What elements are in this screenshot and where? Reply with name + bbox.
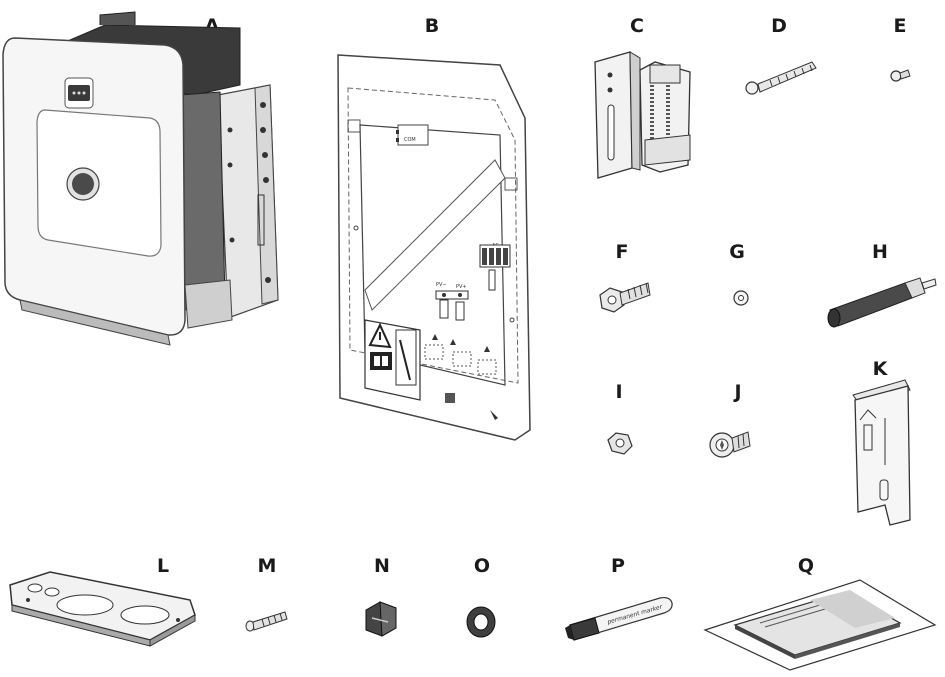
template-pv-plus-text: PV+ xyxy=(456,284,467,290)
template-pv-minus-text: PV− xyxy=(436,282,447,288)
label-l: L xyxy=(156,555,170,577)
label-g: G xyxy=(729,241,745,263)
label-p: P xyxy=(611,555,625,577)
label-f: F xyxy=(615,241,629,263)
label-e: E xyxy=(893,15,907,37)
label-d: D xyxy=(771,15,787,37)
label-m: M xyxy=(257,555,277,577)
label-i: I xyxy=(615,381,623,403)
label-j: J xyxy=(734,381,742,403)
label-n: N xyxy=(374,555,390,577)
label-h: H xyxy=(872,241,888,263)
template-com-text: COM xyxy=(404,137,416,143)
label-o: O xyxy=(473,555,491,577)
label-b: B xyxy=(424,15,440,37)
label-c: C xyxy=(630,15,644,37)
label-k: K xyxy=(872,358,888,380)
label-q: Q xyxy=(797,555,815,577)
